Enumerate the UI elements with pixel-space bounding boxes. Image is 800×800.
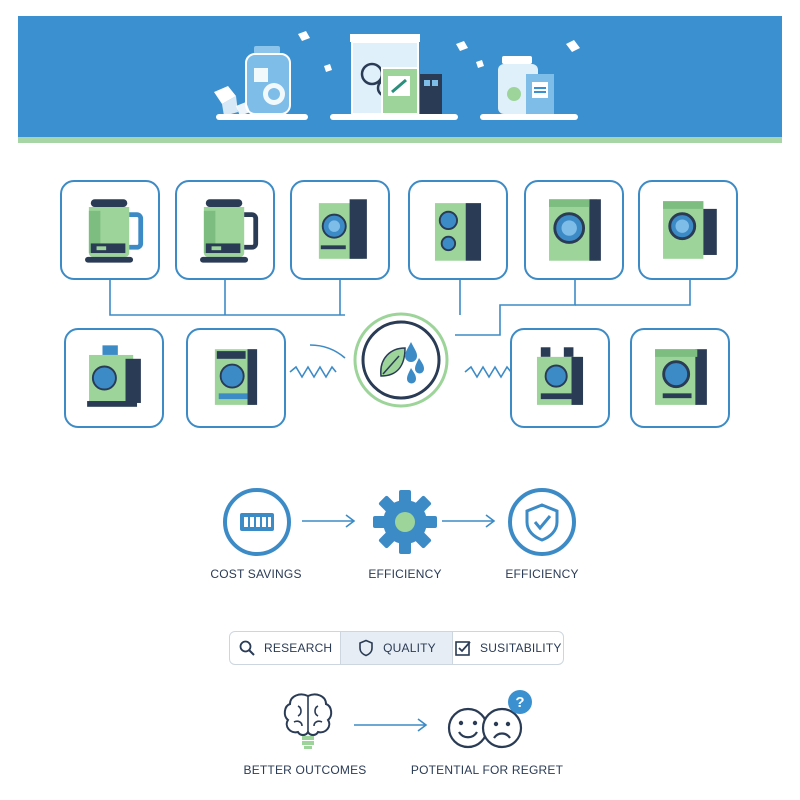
leaf-water-drop-icon xyxy=(353,312,449,408)
appliance-card-dryer-3[interactable] xyxy=(510,328,610,428)
criteria-tab-bar: RESEARCH QUALITY SUSITABILITY xyxy=(229,631,564,665)
washer-icon xyxy=(318,199,367,259)
appliance-card-washer-2[interactable] xyxy=(408,180,508,280)
eco-emblem xyxy=(353,312,449,408)
better-outcomes-label: BETTER OUTCOMES xyxy=(243,763,367,777)
appliance-card-washer-3[interactable] xyxy=(524,180,624,280)
dryer-icon xyxy=(655,349,707,405)
ice-cube-icons xyxy=(214,31,580,116)
cost-savings-label: COST SAVINGS xyxy=(210,567,302,581)
appliance-card-washer-1[interactable] xyxy=(290,180,390,280)
arrow-right-icon xyxy=(442,514,496,528)
kettle-icon xyxy=(85,199,144,263)
banner-accent-stripe xyxy=(18,137,782,143)
dryer-icon xyxy=(536,347,584,405)
potential-for-regret-label: POTENTIAL FOR REGRET xyxy=(410,763,564,777)
jar-icon xyxy=(245,46,291,115)
money-bill-icon xyxy=(223,488,291,556)
svg-text:?: ? xyxy=(515,694,524,711)
shelf-left xyxy=(216,114,308,120)
search-icon xyxy=(239,640,255,656)
appliance-card-dryer-2[interactable] xyxy=(186,328,286,428)
tab-sustainability[interactable]: SUSITABILITY xyxy=(453,632,563,664)
efficiency-label: EFFICIENCY xyxy=(368,567,442,581)
washer-icon xyxy=(549,199,601,261)
dryer-icon xyxy=(214,349,258,405)
shelf-right xyxy=(480,114,578,120)
appliance-card-washer-4[interactable] xyxy=(638,180,738,280)
tab-label: QUALITY xyxy=(383,641,436,655)
container-icon xyxy=(498,56,554,114)
appliance-card-dryer-1[interactable] xyxy=(64,328,164,428)
washer-icon xyxy=(663,201,717,259)
tab-label: RESEARCH xyxy=(264,641,333,655)
tab-quality[interactable]: QUALITY xyxy=(341,632,453,664)
arrow-right-icon xyxy=(354,718,428,732)
tab-label: SUSITABILITY xyxy=(480,641,562,655)
shelf-middle xyxy=(330,114,458,120)
header-banner xyxy=(18,16,782,137)
appliance-card-kettle-1[interactable] xyxy=(60,180,160,280)
banner-illustration xyxy=(214,31,580,120)
checkbox-icon xyxy=(455,641,471,656)
arrow-right-icon xyxy=(302,514,356,528)
kettle-icon xyxy=(200,199,259,263)
brain-icon xyxy=(283,693,333,749)
efficiency-label-2: EFFICIENCY xyxy=(505,567,579,581)
efficiency-step xyxy=(370,487,440,557)
regret-faces-icon: ? xyxy=(446,688,536,752)
quality-step xyxy=(507,487,577,557)
cost-savings-step xyxy=(222,487,292,557)
tab-research[interactable]: RESEARCH xyxy=(230,632,342,664)
gear-icon xyxy=(373,490,437,554)
dryer-icon xyxy=(87,345,141,407)
storage-box-icon xyxy=(350,34,442,115)
shield-check-icon xyxy=(508,488,576,556)
brain-lightbulb-icon xyxy=(280,690,336,752)
happy-sad-faces-icon: ? xyxy=(447,690,532,749)
washer-icon xyxy=(434,203,482,261)
shield-icon xyxy=(359,639,373,657)
appliance-card-kettle-2[interactable] xyxy=(175,180,275,280)
appliance-card-dryer-4[interactable] xyxy=(630,328,730,428)
